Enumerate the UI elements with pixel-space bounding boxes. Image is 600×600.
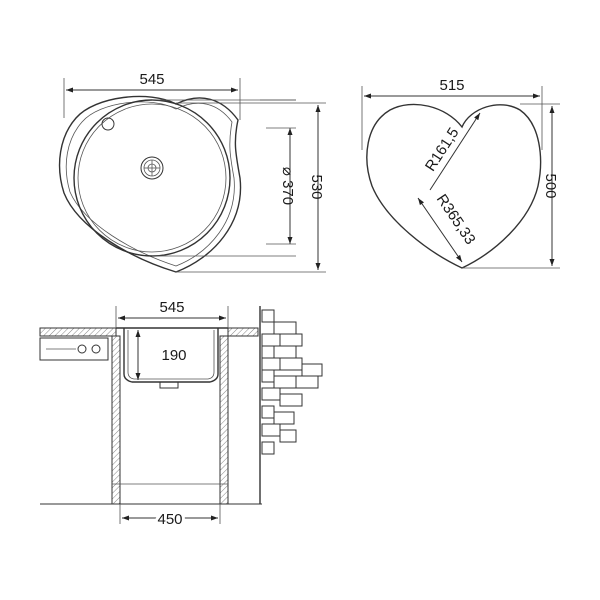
sink-inner-rim <box>65 101 235 267</box>
front-panel <box>39 337 109 361</box>
countertop-left <box>39 327 117 337</box>
width-label: 545 <box>139 71 164 88</box>
heart-view: 515 500 R161,5 R365,33 <box>361 77 560 269</box>
drain-icon <box>140 156 164 180</box>
heart-outline <box>366 103 542 269</box>
cabinet-left-wall <box>111 335 121 505</box>
heart-height-label: 500 <box>542 173 559 198</box>
sink-outer-outline <box>58 95 242 273</box>
drain-outlet <box>159 381 179 389</box>
depth-label: 190 <box>161 347 186 364</box>
knob-2 <box>91 344 101 354</box>
radius-large-label: R365,33 <box>433 191 479 248</box>
cabinet-right-wall <box>219 335 229 505</box>
bowl-inner-outline <box>77 103 227 253</box>
tap-hole <box>101 117 115 131</box>
countertop-right <box>227 327 259 337</box>
top-view: 545 530 ⌀ 370 <box>58 71 326 273</box>
knob-1 <box>77 344 87 354</box>
radius-small-line <box>429 112 481 191</box>
side-view: 545 190 450 <box>39 299 323 531</box>
height-label: 530 <box>308 174 325 199</box>
bowl-diameter-label: ⌀ 370 <box>279 167 296 205</box>
side-top-width-label: 545 <box>159 299 184 316</box>
brick-wall <box>261 309 323 455</box>
radius-large-line <box>417 197 463 263</box>
heart-width-label: 515 <box>439 77 464 94</box>
cabinet-width-label: 450 <box>157 511 182 528</box>
